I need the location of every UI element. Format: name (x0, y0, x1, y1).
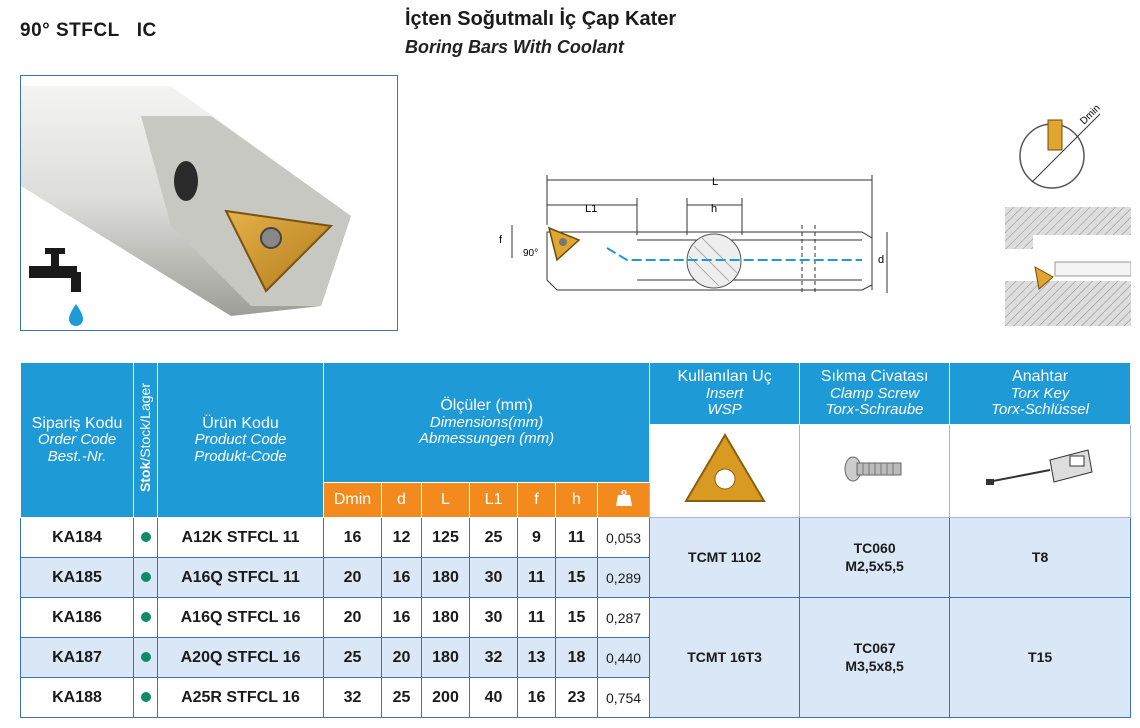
dim-col-L: L (421, 482, 470, 518)
header-clamp-screw: Sıkma Civatası Clamp Screw Torx-Schraube (799, 362, 951, 425)
dim-col-d: d (381, 482, 422, 518)
header-stock: Stok/Stock/Lager (133, 362, 158, 518)
table-row: KA188 A25R STFCL 16 32 25 200 40 16 23 0… (20, 677, 1131, 718)
h-value: 11 (555, 517, 598, 558)
table-row: KA184 A12K STFCL 11 16 12 125 25 9 11 0,… (20, 517, 1132, 598)
weight-value: 0,053 (596, 517, 651, 558)
table-row: KA185 A16Q STFCL 11 20 16 180 30 11 15 0… (20, 557, 1131, 598)
clamp-screw-image (799, 424, 951, 518)
stock-dot (133, 517, 158, 558)
insert-image (649, 424, 801, 518)
dim-label-f: f (499, 234, 503, 246)
page-title-tr: İçten Soğutmalı İç Çap Kater (405, 8, 677, 30)
dmin-value: 25 (323, 637, 382, 678)
dmin-detail-drawing: Dmin (1019, 103, 1103, 189)
bore-section-drawing (1005, 207, 1131, 326)
order-code: KA185 (20, 557, 134, 598)
torx-key-image (949, 424, 1132, 518)
header-dimensions: Ölçüler (mm) Dimensions(mm) Abmessungen … (322, 362, 651, 483)
product-table: Sipariş Kodu Order Code Best.-Nr. Stok/S… (20, 362, 1132, 718)
f-value: 11 (517, 557, 556, 598)
f-value: 9 (517, 517, 556, 558)
product-code: A16Q STFCL 16 (157, 597, 324, 638)
d-value: 12 (381, 517, 422, 558)
f-value: 16 (517, 677, 556, 718)
insert-value: TCMT 1102 (649, 517, 801, 598)
L1-value: 32 (469, 637, 518, 678)
h-value: 15 (555, 557, 598, 598)
product-code: A25R STFCL 16 (157, 677, 324, 718)
insert-value: TCMT 16T3 (649, 597, 801, 718)
f-value: 11 (517, 597, 556, 638)
header-product-code: Ürün Kodu Product Code Produkt-Code (157, 362, 324, 518)
product-code: A16Q STFCL 11 (157, 557, 324, 598)
weight-value: 0,440 (596, 637, 651, 678)
table-row: KA187 A20Q STFCL 16 25 20 180 32 13 18 0… (20, 637, 1131, 678)
order-code: KA188 (20, 677, 134, 718)
dim-col-h: h (555, 482, 598, 518)
key-value: T15 (949, 597, 1132, 718)
weight-icon (596, 482, 651, 518)
L1-value: 30 (469, 557, 518, 598)
weight-value: 0,289 (596, 557, 651, 598)
order-code: KA187 (20, 637, 134, 678)
d-value: 25 (381, 677, 422, 718)
header-insert: Kullanılan Uç Insert WSP (649, 362, 801, 425)
dim-label-d: d (878, 254, 884, 266)
dim-label-angle: 90° (523, 248, 538, 259)
header-key: Anahtar Torx Key Torx-Schlüssel (949, 362, 1132, 425)
product-code: A20Q STFCL 16 (157, 637, 324, 678)
dmin-value: 32 (323, 677, 382, 718)
table-row: KA186 A16Q STFCL 16 20 16 180 30 11 15 0… (20, 597, 1132, 718)
h-value: 23 (555, 677, 598, 718)
weight-value: 0,754 (596, 677, 651, 718)
dim-label-L1: L1 (585, 203, 597, 215)
d-value: 16 (381, 597, 422, 638)
L1-value: 40 (469, 677, 518, 718)
product-photo (20, 75, 398, 331)
product-code-title: 90° STFCL IC (20, 20, 157, 41)
L1-value: 25 (469, 517, 518, 558)
stock-dot (133, 597, 158, 638)
dim-col-dmin: Dmin (323, 482, 382, 518)
weight-value: 0,287 (596, 597, 651, 638)
stock-dot (133, 677, 158, 718)
dmin-value: 16 (323, 517, 382, 558)
header-order-code: Sipariş Kodu Order Code Best.-Nr. (20, 362, 134, 518)
technical-drawing: L L1 h f d 90° (499, 175, 888, 295)
L1-value: 30 (469, 597, 518, 638)
L-value: 180 (421, 597, 470, 638)
dim-col-L1: L1 (469, 482, 518, 518)
L-value: 180 (421, 637, 470, 678)
h-value: 18 (555, 637, 598, 678)
product-code: A12K STFCL 11 (157, 517, 324, 558)
dim-label-h: h (711, 203, 717, 215)
f-value: 13 (517, 637, 556, 678)
h-value: 15 (555, 597, 598, 638)
dmin-value: 20 (323, 557, 382, 598)
order-code: KA186 (20, 597, 134, 638)
coolant-tap-icon (29, 248, 83, 326)
stock-dot (133, 557, 158, 598)
L-value: 180 (421, 557, 470, 598)
key-value: T8 (949, 517, 1132, 598)
dmin-value: 20 (323, 597, 382, 638)
L-value: 125 (421, 517, 470, 558)
d-value: 20 (381, 637, 422, 678)
stock-dot (133, 637, 158, 678)
page-title-en: Boring Bars With Coolant (405, 37, 624, 57)
order-code: KA184 (20, 517, 134, 558)
d-value: 16 (381, 557, 422, 598)
L-value: 200 (421, 677, 470, 718)
dim-label-L: L (712, 176, 718, 188)
dim-col-f: f (517, 482, 556, 518)
